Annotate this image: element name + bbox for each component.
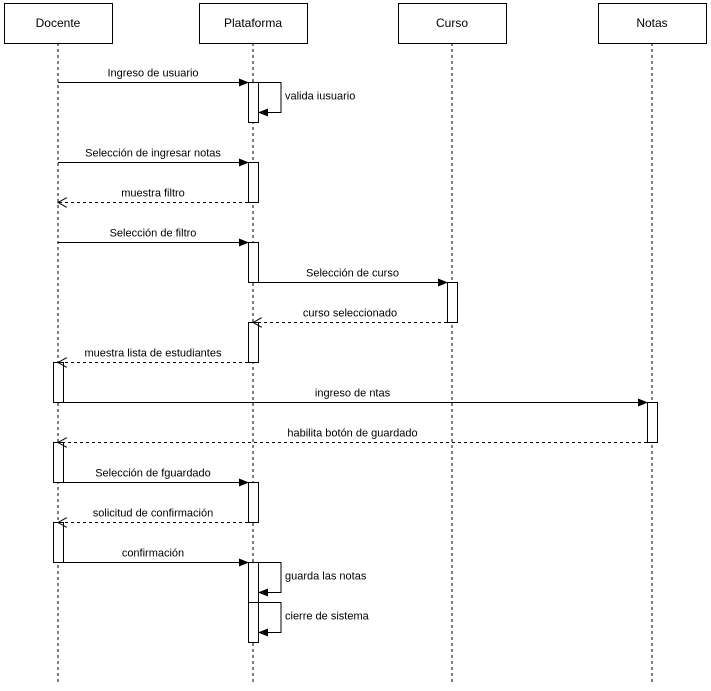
activation-bar-docente	[53, 442, 64, 483]
message-label: Ingreso de usuario	[107, 68, 198, 80]
message-3: Selección de ingresar notas	[58, 147, 249, 167]
participant-box	[598, 3, 707, 44]
message-label-bg	[301, 307, 399, 320]
message-label-bg	[120, 547, 186, 560]
message-label-bg	[284, 610, 371, 623]
activation-bar-plataforma	[248, 242, 259, 283]
activation-bar-plataforma	[248, 562, 259, 603]
message-11: Selección de fguardado	[58, 467, 249, 487]
message-label: curso seleccionado	[303, 308, 397, 320]
participant-name: Curso	[436, 16, 468, 30]
message-label-bg	[284, 90, 357, 103]
participant-notas[interactable]: Notas	[598, 3, 707, 44]
message-label: valida iusuario	[285, 91, 355, 103]
message-2: valida iusuario	[258, 82, 357, 117]
message-label: guarda las notas	[285, 571, 367, 583]
message-label-bg	[94, 467, 212, 480]
activation-bar-plataforma	[248, 482, 259, 523]
participant-box	[4, 3, 113, 44]
message-label: solicitud de confirmación	[93, 508, 213, 520]
participant-plataforma[interactable]: Plataforma	[199, 3, 308, 44]
activation-bar-docente	[53, 522, 64, 563]
message-label: Selección de fguardado	[95, 468, 211, 480]
activation-bar-notas	[647, 402, 658, 443]
activation-bar-curso	[447, 282, 458, 323]
message-label: habilita botón de guardado	[287, 428, 417, 440]
participant-name: Plataforma	[224, 16, 282, 30]
message-label: Selección de curso	[306, 268, 399, 280]
message-4: muestra filtro	[58, 187, 248, 203]
message-label-bg	[284, 570, 368, 583]
participant-docente[interactable]: Docente	[4, 3, 113, 44]
message-6: Selección de curso	[258, 267, 448, 287]
message-label: ingreso de ntas	[315, 388, 391, 400]
message-label-bg	[108, 227, 198, 240]
activation-bar-plataforma	[248, 162, 259, 203]
message-13: confirmación	[58, 547, 249, 567]
message-label-bg	[305, 267, 400, 280]
activation-bar-plataforma	[248, 322, 259, 363]
message-12: solicitud de confirmación	[58, 507, 248, 523]
activation-bar-docente	[53, 362, 64, 403]
activation-bar-plataforma	[248, 602, 259, 643]
message-9: ingreso de ntas	[58, 387, 648, 407]
message-8: muestra lista de estudiantes	[58, 347, 248, 363]
message-label: cierre de sistema	[285, 611, 370, 623]
activation-bar-plataforma	[248, 82, 259, 123]
message-label-bg	[106, 67, 200, 80]
message-label: Selección de filtro	[110, 228, 197, 240]
participant-name: Notas	[636, 16, 667, 30]
message-14: guarda las notas	[258, 562, 368, 597]
message-label: Selección de ingresar notas	[85, 148, 221, 160]
message-7: curso seleccionado	[253, 307, 447, 323]
message-15: cierre de sistema	[258, 602, 371, 637]
message-label: confirmación	[122, 548, 184, 560]
message-10: habilita botón de guardado	[58, 427, 647, 443]
message-label-bg	[91, 507, 215, 520]
message-arrow	[258, 82, 282, 117]
participant-name: Docente	[36, 16, 81, 30]
message-label-bg	[286, 427, 419, 440]
participant-box	[199, 3, 308, 44]
message-arrow	[258, 562, 282, 597]
message-label-bg	[313, 387, 392, 400]
message-5: Selección de filtro	[58, 227, 249, 247]
participant-curso[interactable]: Curso	[398, 3, 507, 44]
message-label: muestra filtro	[121, 188, 185, 200]
message-label-bg	[83, 347, 223, 360]
message-label-bg	[120, 187, 186, 200]
message-label-bg	[84, 147, 223, 160]
message-1: Ingreso de usuario	[58, 67, 249, 87]
message-arrow	[258, 602, 282, 637]
message-label: muestra lista de estudiantes	[85, 348, 222, 360]
participant-box	[398, 3, 507, 44]
